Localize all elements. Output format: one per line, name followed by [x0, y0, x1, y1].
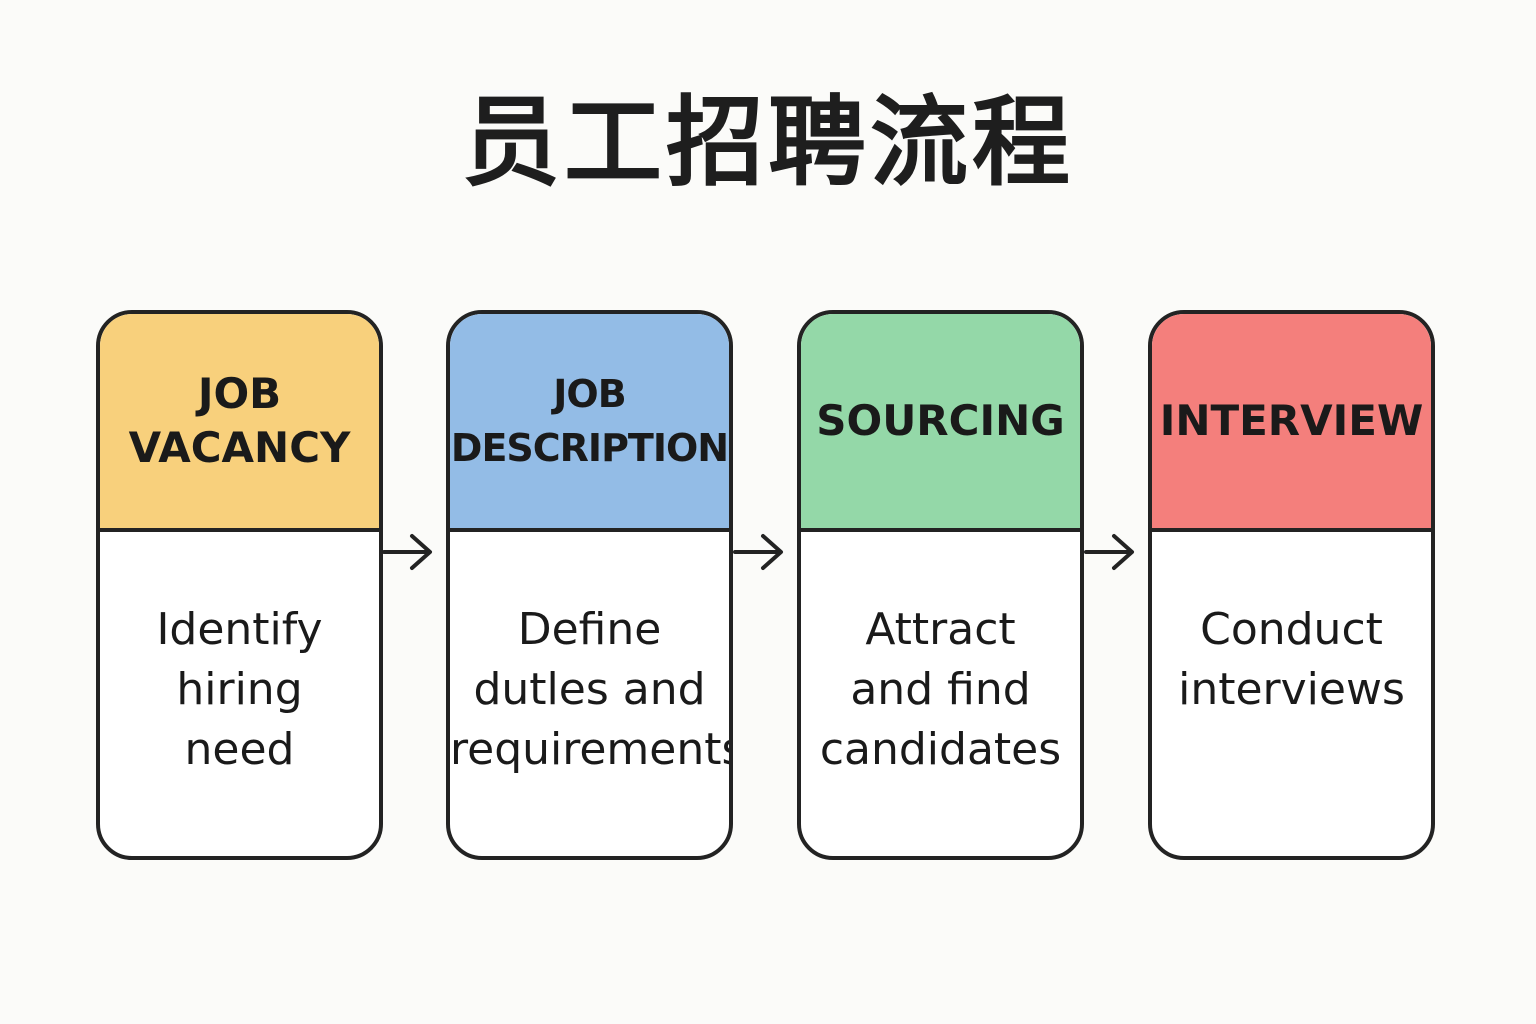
step-card-job-vacancy: JOB VACANCY Identify hiring need: [96, 310, 383, 860]
arrow-right-icon: [733, 534, 783, 570]
step-header-sourcing: SOURCING: [801, 314, 1080, 532]
step-header-interview: INTERVIEW: [1152, 314, 1431, 532]
step-description-job-description: Define dutles and requirements: [450, 604, 733, 775]
step-card-interview: INTERVIEW Conduct interviews: [1148, 310, 1435, 860]
step-description-interview: Conduct interviews: [1178, 604, 1405, 715]
arrow-right-icon: [382, 534, 432, 570]
step-header-job-description: JOB DESCRIPTION: [450, 314, 729, 532]
step-card-job-description: JOB DESCRIPTION Define dutles and requir…: [446, 310, 733, 860]
arrow-right-icon: [1084, 534, 1134, 570]
step-description-job-vacancy: Identify hiring need: [156, 604, 323, 775]
step-description-sourcing: Attract and find candidates: [819, 604, 1062, 775]
step-header-job-vacancy: JOB VACANCY: [100, 314, 379, 532]
page-title: 员工招聘流程: [461, 86, 1074, 200]
step-card-sourcing: SOURCING Attract and find candidates: [797, 310, 1084, 860]
